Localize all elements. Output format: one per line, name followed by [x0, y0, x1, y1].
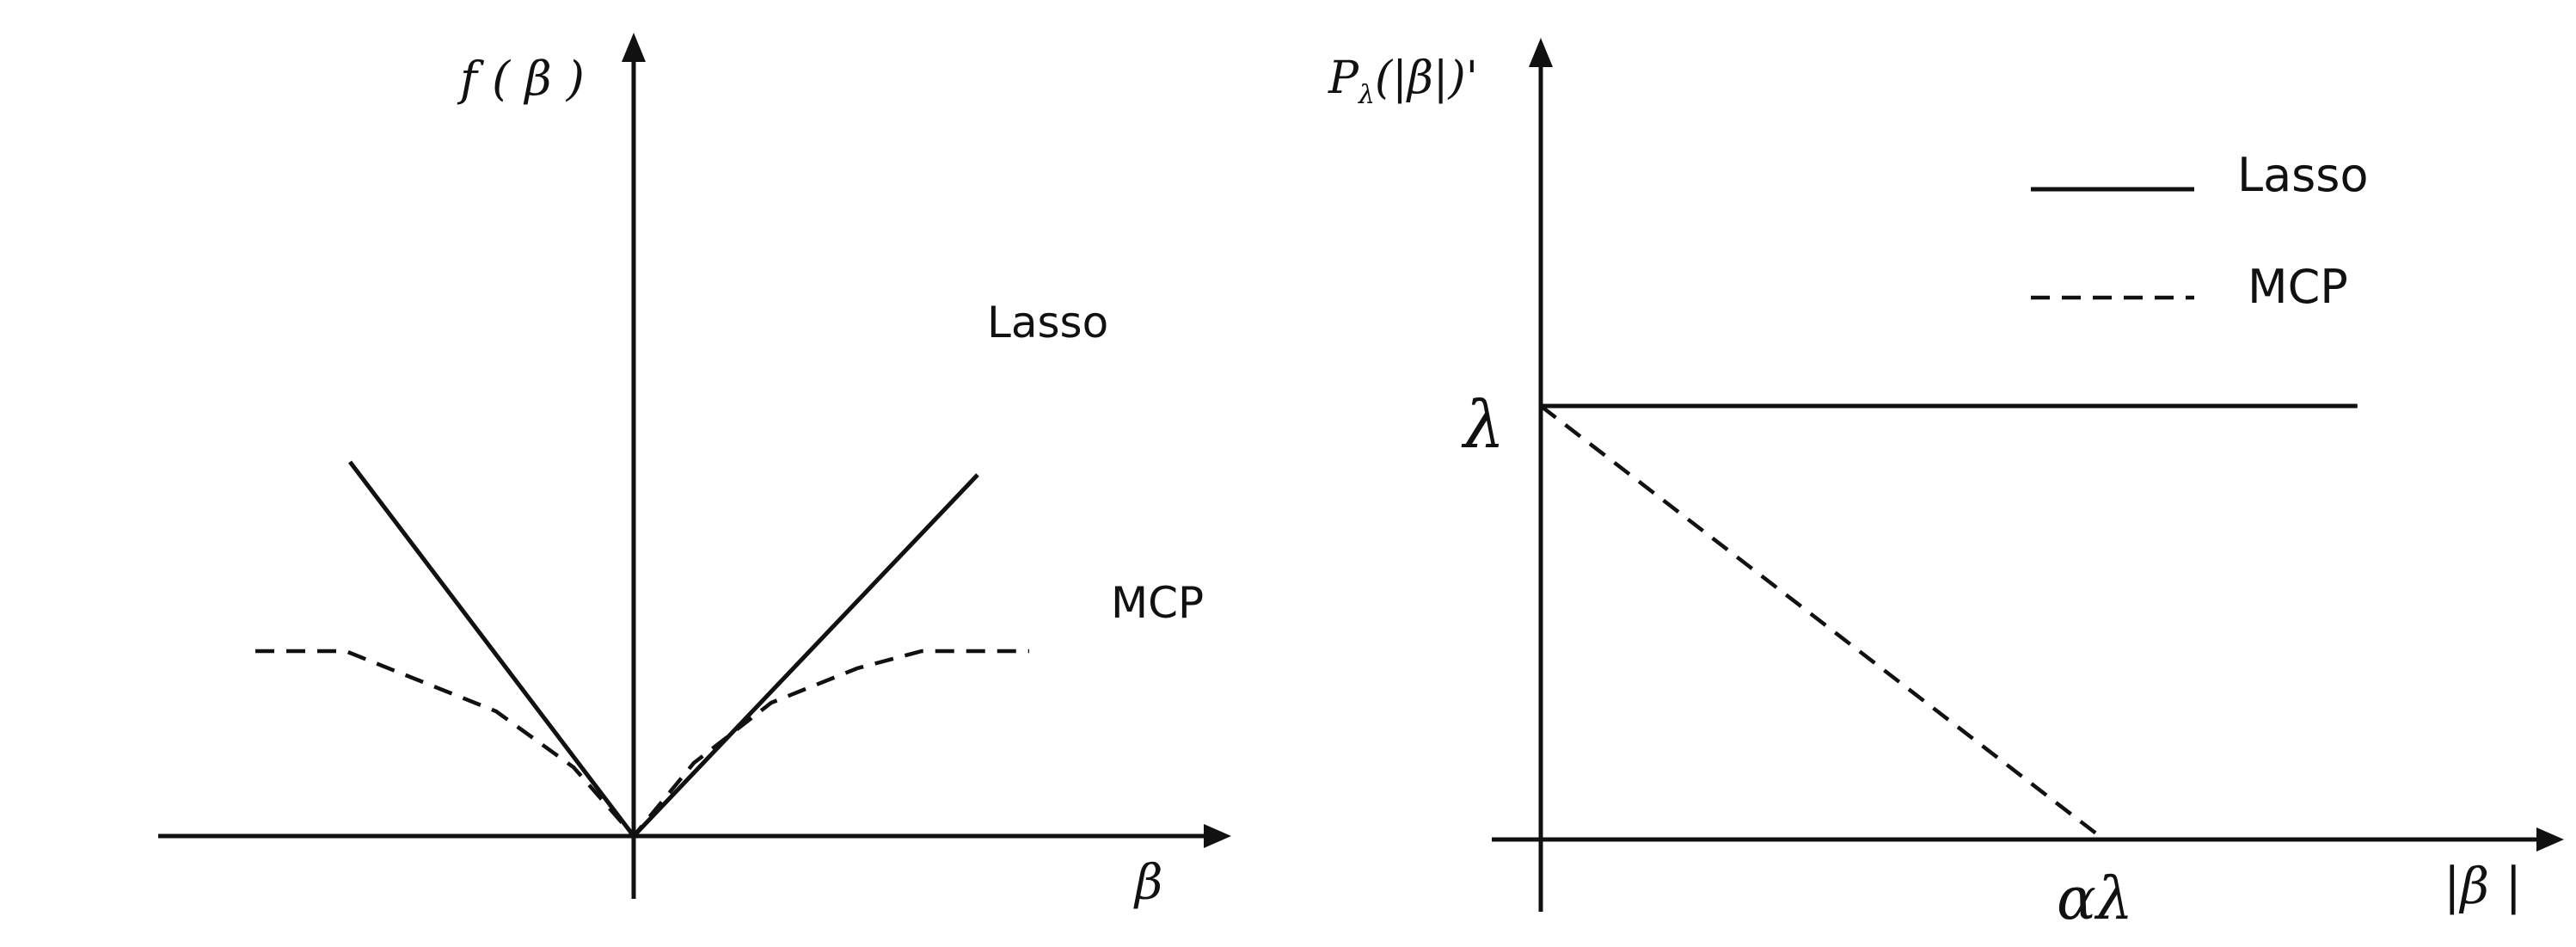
left-y-axis-arrow: [622, 33, 646, 62]
left-axes: [158, 33, 1231, 899]
legend-label-mcp: MCP: [2248, 260, 2348, 314]
right-series-group: [1539, 403, 2358, 841]
right-x-axis-arrow: [2536, 827, 2564, 852]
legend-label-lasso: Lasso: [2237, 148, 2368, 202]
left-series-label-mcp: MCP: [1111, 578, 1204, 628]
left-chart: f ( β ) β Lasso MCP: [158, 33, 1231, 911]
left-y-axis-label: f ( β ): [457, 52, 585, 106]
left-series-label-lasso: Lasso: [987, 298, 1108, 347]
right-y-axis-label: Pλ(|β|)': [1328, 52, 1478, 110]
right-chart: Pλ(|β|)' λ αλ |β | Lasso MCP: [1328, 38, 2564, 933]
right-x-tick-alpha-lambda: αλ: [2057, 865, 2133, 933]
right-axes: [1492, 38, 2564, 912]
left-series-mcp: [255, 649, 1029, 839]
left-series-lasso: [348, 460, 979, 839]
right-y-tick-lambda: λ: [1461, 386, 1505, 463]
right-y-axis-label-subscript: λ: [1358, 80, 1375, 110]
left-x-axis-label: β: [1133, 855, 1162, 911]
right-y-axis-label-argument: (|β|)': [1375, 52, 1478, 104]
left-series-group: [255, 460, 1029, 839]
right-y-axis-arrow: [1529, 38, 1553, 67]
right-x-axis-label: |β |: [2444, 857, 2522, 915]
left-x-axis-arrow: [1204, 824, 1231, 848]
right-series-mcp: [1539, 404, 2106, 841]
right-legend: Lasso MCP: [2031, 148, 2368, 314]
